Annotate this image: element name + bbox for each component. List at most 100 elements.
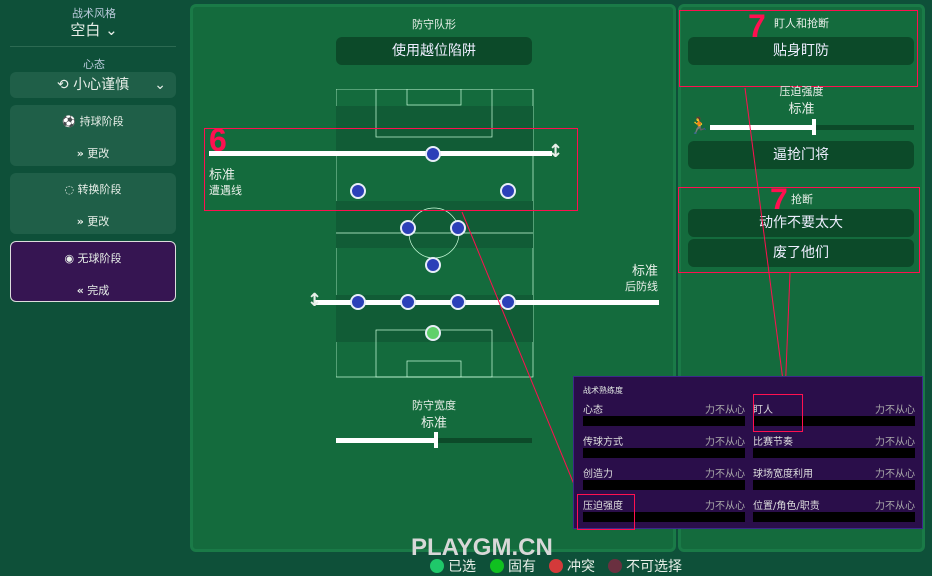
watermark: PLAYGM.CN bbox=[411, 534, 553, 561]
legend-label: 冲突 bbox=[567, 559, 595, 575]
chevrons-right-icon: » bbox=[76, 215, 84, 228]
running-man-icon: 🏃 bbox=[689, 116, 709, 135]
familiarity-panel: 战术熟练度 心态力不从心 盯人力不从心 传球方式力不从心 比赛节奏力不从心 创造… bbox=[573, 376, 923, 529]
player-marker[interactable] bbox=[450, 294, 466, 310]
annotation-box bbox=[678, 187, 920, 273]
row-label: 比赛节奏 bbox=[753, 437, 793, 448]
chevrons-left-icon: « bbox=[76, 284, 84, 297]
row-value: 力不从心 bbox=[705, 437, 745, 448]
defline-label: 后防线 bbox=[625, 280, 658, 293]
tackling-title: 抢断 bbox=[791, 193, 813, 206]
mentality-select[interactable]: ⟲ 小心谨慎 ⌄ bbox=[10, 72, 176, 98]
mentality-icon: ⟲ bbox=[56, 77, 69, 93]
player-marker[interactable] bbox=[400, 220, 416, 236]
annotation-box bbox=[204, 128, 578, 211]
goalkeeper-marker[interactable] bbox=[425, 325, 441, 341]
legend-conflict: 冲突 bbox=[549, 556, 595, 576]
player-marker[interactable] bbox=[450, 220, 466, 236]
row-label: 位置/角色/职责 bbox=[753, 501, 820, 512]
engagement-value: 标准 bbox=[209, 168, 236, 183]
style-label: 战术风格 bbox=[72, 7, 116, 20]
divider bbox=[10, 46, 176, 47]
annotation-box bbox=[577, 494, 635, 530]
familiarity-bar bbox=[753, 512, 915, 522]
player-marker[interactable] bbox=[350, 183, 366, 199]
press-slider[interactable] bbox=[710, 119, 914, 135]
familiarity-bar bbox=[583, 448, 745, 458]
tight-marking-button[interactable]: 贴身盯防 bbox=[688, 37, 914, 65]
style-select[interactable]: 空白 ⌄ bbox=[0, 19, 188, 40]
player-marker[interactable] bbox=[500, 294, 516, 310]
done-button[interactable]: « 完成 bbox=[11, 282, 175, 298]
done-label: 完成 bbox=[87, 284, 110, 297]
press-label: 压迫强度 bbox=[779, 85, 824, 98]
vertical-arrow-icon[interactable]: ↕ bbox=[548, 141, 564, 162]
annotation-box bbox=[679, 10, 918, 87]
legend-dot bbox=[608, 559, 622, 573]
chevrons-right-icon: » bbox=[76, 147, 84, 160]
defline-value: 标准 bbox=[631, 264, 658, 279]
familiarity-title: 战术熟练度 bbox=[583, 386, 623, 395]
player-marker[interactable] bbox=[350, 294, 366, 310]
annotation-number: 6 bbox=[209, 122, 227, 158]
style-value: 空白 bbox=[70, 21, 101, 39]
legend-label: 不可选择 bbox=[626, 559, 682, 575]
mentality-label: 心态 bbox=[83, 58, 105, 71]
width-slider-fill bbox=[336, 438, 434, 443]
familiarity-bar bbox=[583, 480, 745, 490]
row-value: 力不从心 bbox=[875, 501, 915, 512]
width-value: 标准 bbox=[420, 416, 447, 431]
phase-label: 转换阶段 bbox=[77, 183, 122, 196]
change-label: 更改 bbox=[87, 215, 110, 228]
phase-out-of-possession[interactable]: ◉ 无球阶段 « 完成 bbox=[10, 241, 176, 302]
row-value: 力不从心 bbox=[705, 501, 745, 512]
engagement-label: 遭遇线 bbox=[209, 184, 242, 197]
get-stuck-in-button[interactable]: 废了他们 bbox=[688, 239, 914, 267]
press-goalkeeper-button[interactable]: 逼抢门将 bbox=[688, 141, 914, 169]
player-marker[interactable] bbox=[425, 146, 441, 162]
ball-icon: ⚽ bbox=[62, 115, 77, 128]
row-label: 心态 bbox=[583, 405, 603, 416]
width-slider[interactable] bbox=[336, 432, 532, 448]
mentality-value: 小心谨慎 bbox=[73, 77, 130, 93]
width-label: 防守宽度 bbox=[412, 399, 456, 412]
defensive-line-slider[interactable] bbox=[314, 300, 659, 305]
row-label: 压迫强度 bbox=[583, 501, 623, 512]
ball-icon: ◉ bbox=[64, 252, 75, 265]
slider-handle[interactable] bbox=[434, 432, 438, 448]
slider-handle[interactable] bbox=[812, 119, 816, 135]
row-label: 盯人 bbox=[753, 405, 773, 416]
row-label: 球场宽度利用 bbox=[753, 469, 813, 480]
row-value: 力不从心 bbox=[875, 437, 915, 448]
player-marker[interactable] bbox=[500, 183, 516, 199]
press-value: 标准 bbox=[788, 102, 815, 117]
row-value: 力不从心 bbox=[875, 405, 915, 416]
familiarity-bar bbox=[583, 416, 745, 426]
transition-icon: ◌ bbox=[64, 183, 75, 196]
phase-label: 持球阶段 bbox=[79, 115, 124, 128]
change-button[interactable]: » 更改 bbox=[10, 213, 176, 229]
row-value: 力不从心 bbox=[705, 405, 745, 416]
pitch bbox=[336, 89, 534, 378]
legend-unavailable: 不可选择 bbox=[608, 556, 682, 576]
player-marker[interactable] bbox=[400, 294, 416, 310]
annotation-box bbox=[753, 394, 803, 432]
row-value: 力不从心 bbox=[705, 469, 745, 480]
familiarity-bar bbox=[753, 448, 915, 458]
phase-transition[interactable]: ◌ 转换阶段 » 更改 bbox=[10, 173, 176, 234]
offside-trap-button[interactable]: 使用越位陷阱 bbox=[336, 37, 532, 65]
phase-in-possession[interactable]: ⚽ 持球阶段 » 更改 bbox=[10, 105, 176, 166]
familiarity-bar bbox=[753, 416, 915, 426]
change-button[interactable]: » 更改 bbox=[10, 145, 176, 161]
chevron-down-icon: ⌄ bbox=[105, 21, 118, 39]
row-label: 创造力 bbox=[583, 469, 613, 480]
vertical-arrow-icon[interactable]: ↕ bbox=[307, 290, 323, 311]
change-label: 更改 bbox=[87, 147, 110, 160]
row-value: 力不从心 bbox=[875, 469, 915, 480]
annotation-number: 7 bbox=[748, 8, 766, 44]
familiarity-bar bbox=[753, 480, 915, 490]
engagement-line-slider[interactable] bbox=[209, 151, 552, 156]
stay-on-feet-button[interactable]: 动作不要太大 bbox=[688, 209, 914, 237]
player-marker[interactable] bbox=[425, 257, 441, 273]
